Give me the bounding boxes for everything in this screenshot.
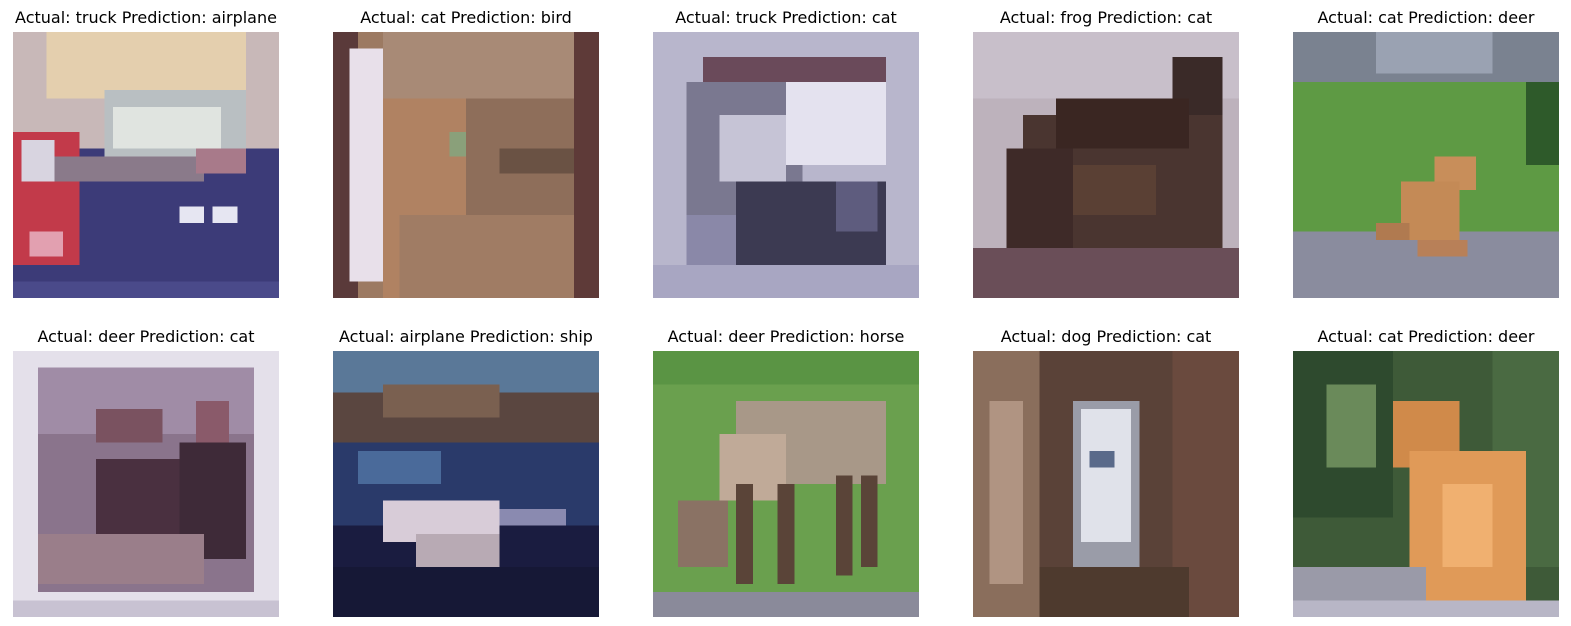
panel-image-truck (13, 32, 279, 298)
panel-image-deer-framed (13, 351, 279, 617)
panel-image-cat-closeup (333, 32, 599, 298)
panel-image-airplane-water (333, 351, 599, 617)
panel-image-cat-orange (1293, 351, 1559, 617)
panel-title: Actual: airplane Prediction: ship (339, 327, 593, 346)
panel-image-cat-grass (1293, 32, 1559, 298)
panel-title: Actual: cat Prediction: deer (1317, 8, 1535, 27)
panel-title: Actual: deer Prediction: cat (37, 327, 255, 346)
panel-title: Actual: truck Prediction: airplane (15, 8, 277, 27)
panel-image-truck-gray (653, 32, 919, 298)
panel-title: Actual: cat Prediction: deer (1317, 327, 1535, 346)
panel-title: Actual: deer Prediction: horse (667, 327, 905, 346)
panel-image-frog-dark (973, 32, 1239, 298)
panel-title: Actual: dog Prediction: cat (1000, 327, 1212, 346)
panel-title: Actual: cat Prediction: bird (360, 8, 572, 27)
panel-title: Actual: truck Prediction: cat (675, 8, 897, 27)
panel-image-deer-grazing (653, 351, 919, 617)
panel-title: Actual: frog Prediction: cat (999, 8, 1213, 27)
panel-image-dog-white (973, 351, 1239, 617)
